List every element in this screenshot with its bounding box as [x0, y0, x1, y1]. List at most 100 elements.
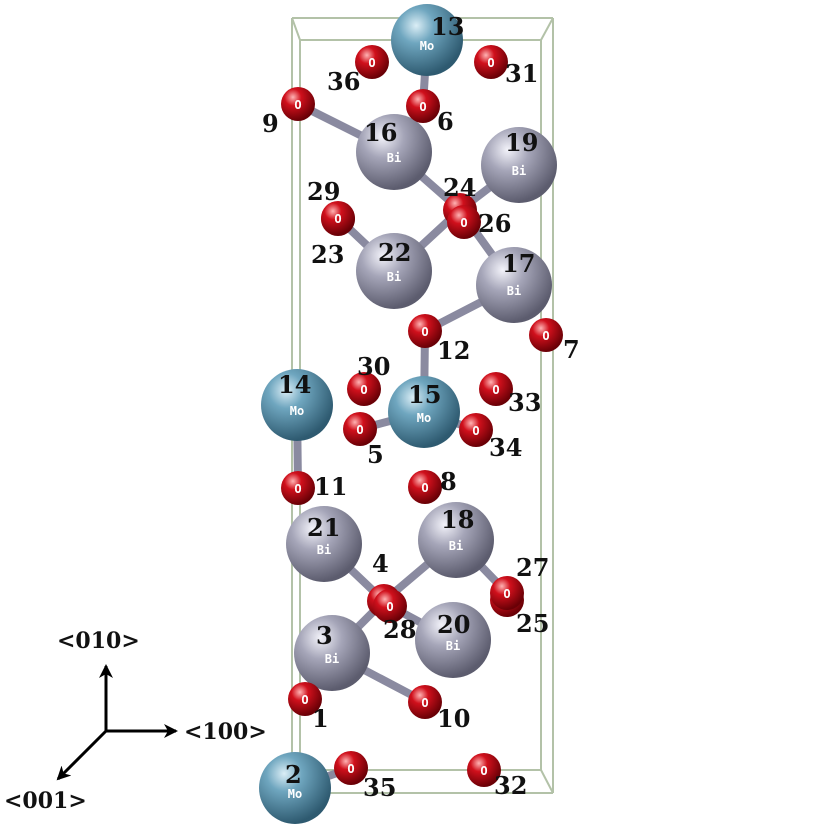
atom-bi-22: Bi — [356, 233, 432, 309]
element-symbol: O — [356, 423, 363, 437]
atom-o-26: O — [447, 205, 481, 239]
element-symbol: Bi — [387, 270, 401, 284]
element-symbol: Mo — [290, 404, 304, 418]
atom-sphere — [261, 369, 333, 441]
atom-number-2: 2 — [285, 760, 302, 789]
element-symbol: O — [421, 481, 428, 495]
element-symbol: Bi — [325, 652, 339, 666]
element-symbol: O — [460, 216, 467, 230]
atom-number-22: 22 — [378, 238, 411, 267]
atom-number-36: 36 — [327, 67, 360, 96]
atom-mo-2: Mo — [259, 752, 331, 824]
atom-o-36: O — [355, 45, 389, 79]
atom-number-13: 13 — [431, 12, 464, 41]
atom-sphere — [286, 506, 362, 582]
atom-number-4: 4 — [372, 549, 389, 578]
element-symbol: O — [472, 424, 479, 438]
atom-sphere — [474, 45, 508, 79]
element-symbol: O — [492, 383, 499, 397]
atom-number-32: 32 — [494, 771, 527, 800]
atom-o-10: O — [408, 685, 442, 719]
atom-number-19: 19 — [505, 128, 538, 157]
atom-number-1: 1 — [312, 704, 329, 733]
atom-sphere — [481, 127, 557, 203]
atom-number-23: 23 — [311, 240, 344, 269]
atom-bi-19: Bi — [481, 127, 557, 203]
atom-sphere — [355, 45, 389, 79]
atom-o-7: O — [529, 318, 563, 352]
element-symbol: Bi — [317, 543, 331, 557]
atom-number-5: 5 — [367, 440, 384, 469]
atom-sphere — [288, 682, 322, 716]
atom-sphere — [406, 89, 440, 123]
atom-number-14: 14 — [278, 370, 311, 399]
atom-bi-20: Bi — [415, 602, 491, 678]
atom-mo-14: Mo — [261, 369, 333, 441]
atom-number-18: 18 — [441, 505, 474, 534]
atom-bi-18: Bi — [418, 502, 494, 578]
atom-sphere — [321, 201, 355, 235]
atom-number-24: 24 — [443, 173, 476, 202]
atom-o-31: O — [474, 45, 508, 79]
atom-number-9: 9 — [262, 109, 279, 138]
atom-number-34: 34 — [489, 433, 522, 462]
atom-sphere — [343, 412, 377, 446]
atom-sphere — [334, 751, 368, 785]
atom-o-9: O — [281, 87, 315, 121]
atom-bi-17: Bi — [476, 247, 552, 323]
atom-sphere — [294, 615, 370, 691]
atom-sphere — [415, 602, 491, 678]
atom-number-3: 3 — [316, 621, 333, 650]
atom-number-15: 15 — [408, 380, 441, 409]
element-symbol: O — [301, 693, 308, 707]
element-symbol: Bi — [507, 284, 521, 298]
element-symbol: O — [294, 98, 301, 112]
atom-o-12: O — [408, 314, 442, 348]
atom-sphere — [259, 752, 331, 824]
atom-sphere — [476, 247, 552, 323]
element-symbol: O — [542, 329, 549, 343]
atom-bi-16: Bi — [356, 114, 432, 190]
atom-bi-21: Bi — [286, 506, 362, 582]
atom-sphere — [490, 576, 524, 610]
atom-number-28: 28 — [383, 615, 416, 644]
atom-sphere — [388, 376, 460, 448]
element-symbol: O — [294, 482, 301, 496]
element-symbol: Mo — [288, 787, 302, 801]
atom-sphere — [356, 233, 432, 309]
element-symbol: O — [419, 100, 426, 114]
element-symbol: O — [421, 696, 428, 710]
atom-number-21: 21 — [307, 513, 340, 542]
atom-sphere — [408, 470, 442, 504]
atom-number-35: 35 — [363, 773, 396, 802]
atom-o-8: O — [408, 470, 442, 504]
element-symbol: O — [368, 56, 375, 70]
element-symbol: O — [421, 325, 428, 339]
atom-sphere — [408, 685, 442, 719]
atom-sphere — [529, 318, 563, 352]
atom-sphere — [459, 413, 493, 447]
atom-o-6: O — [406, 89, 440, 123]
element-symbol: O — [334, 212, 341, 226]
atom-number-10: 10 — [437, 704, 470, 733]
atom-sphere — [447, 205, 481, 239]
atom-o-35: O — [334, 751, 368, 785]
atom-number-12: 12 — [437, 336, 470, 365]
atom-sphere — [418, 502, 494, 578]
atom-sphere — [347, 372, 381, 406]
atom-bi-3: Bi — [294, 615, 370, 691]
element-symbol: O — [347, 762, 354, 776]
atom-o-1: O — [288, 682, 322, 716]
atom-number-33: 33 — [508, 388, 541, 417]
atom-o-11: O — [281, 471, 315, 505]
atom-number-30: 30 — [357, 352, 390, 381]
element-symbol: Mo — [420, 39, 434, 53]
atom-sphere — [281, 471, 315, 505]
atom-number-27: 27 — [516, 553, 549, 582]
atom-number-26: 26 — [478, 209, 511, 238]
atom-number-29: 29 — [307, 177, 340, 206]
atom-number-31: 31 — [505, 59, 538, 88]
